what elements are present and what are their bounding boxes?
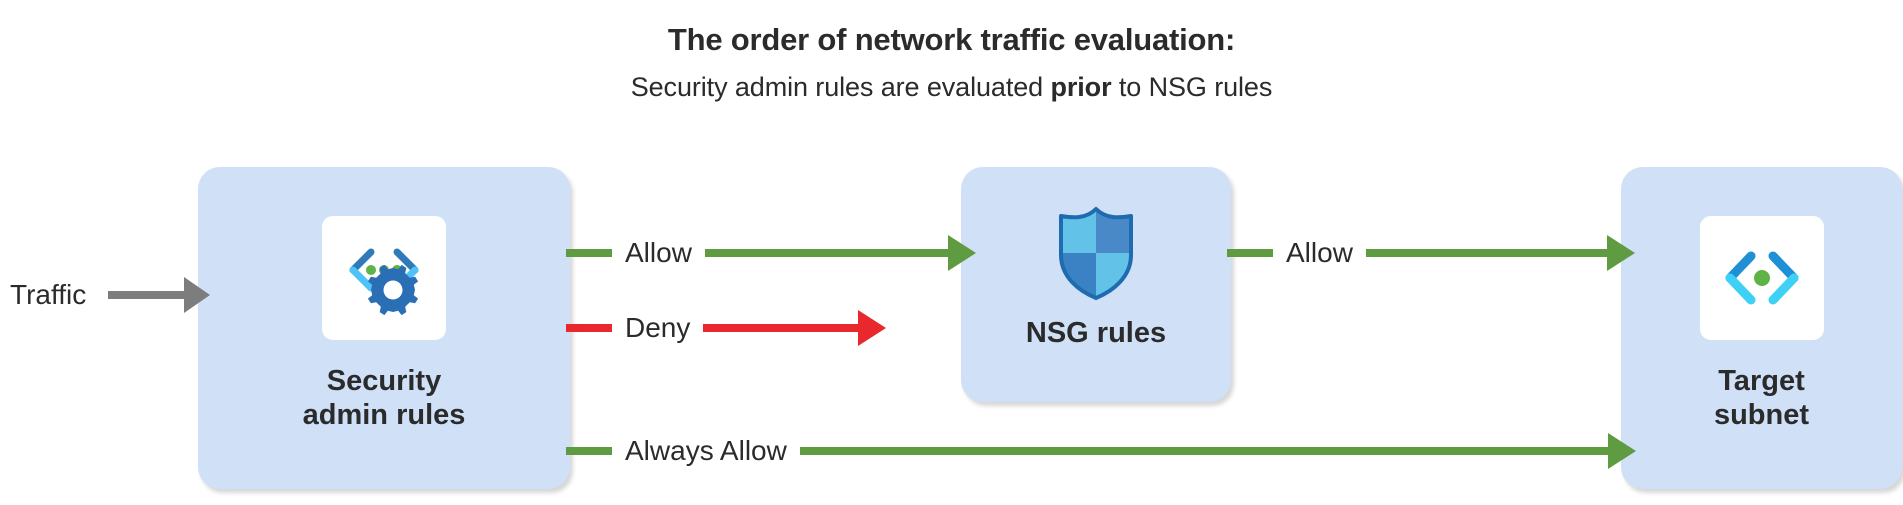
node-nsg-rules[interactable]: NSG rules xyxy=(961,167,1231,402)
connector-label-allow-to-subnet: Allow xyxy=(1286,237,1353,268)
connector-label-traffic: Traffic xyxy=(10,279,87,310)
connector-line-always-allow-left xyxy=(566,447,612,455)
arrowhead-allow-to-nsg-icon xyxy=(948,235,976,271)
connector-allow-to-nsg: Allow xyxy=(566,230,976,276)
connector-label-deny: Deny xyxy=(625,312,691,343)
connector-line-allow-to-nsg-left xyxy=(566,249,612,257)
node-label-nsg-rules: NSG rules xyxy=(1025,317,1167,349)
connector-line-allow-to-nsg-right xyxy=(704,249,949,257)
security-admin-rules-icon xyxy=(321,215,447,341)
node-label-security-admin-rules: Security admin rules xyxy=(302,365,466,431)
page-subtitle: Security admin rules are evaluated prior… xyxy=(0,72,1903,103)
connector-traffic: Traffic xyxy=(10,272,210,318)
connector-line-allow-to-subnet-left xyxy=(1227,249,1273,257)
connector-line-traffic xyxy=(108,291,185,299)
connector-line-always-allow-right xyxy=(799,447,1609,455)
arrowhead-deny-icon xyxy=(858,310,886,346)
connector-deny: Deny xyxy=(566,305,886,351)
arrowhead-always-allow-icon xyxy=(1608,433,1636,469)
subtitle-emphasis: prior xyxy=(1050,72,1112,102)
arrowhead-traffic-icon xyxy=(184,277,210,313)
connector-label-allow-to-nsg: Allow xyxy=(625,237,692,268)
node-label-target-subnet: Target subnet xyxy=(1713,365,1810,431)
connector-always-allow: Always Allow xyxy=(566,428,1636,474)
subnet-code-brackets-icon xyxy=(1698,215,1825,341)
connector-allow-to-subnet: Allow xyxy=(1227,230,1635,276)
subtitle-text-after: to NSG rules xyxy=(1111,72,1273,102)
shield-icon xyxy=(1048,205,1144,301)
node-target-subnet[interactable]: Target subnet xyxy=(1621,167,1902,489)
connector-line-deny-right xyxy=(703,324,859,332)
node-security-admin-rules[interactable]: Security admin rules xyxy=(198,167,570,489)
connector-label-always-allow: Always Allow xyxy=(625,435,787,466)
page-title: The order of network traffic evaluation: xyxy=(667,22,1236,57)
connector-line-deny-left xyxy=(566,324,612,332)
subtitle-text-before: Security admin rules are evaluated xyxy=(630,72,1051,102)
arrowhead-allow-to-subnet-icon xyxy=(1607,235,1635,271)
connector-line-allow-to-subnet-right xyxy=(1365,249,1608,257)
